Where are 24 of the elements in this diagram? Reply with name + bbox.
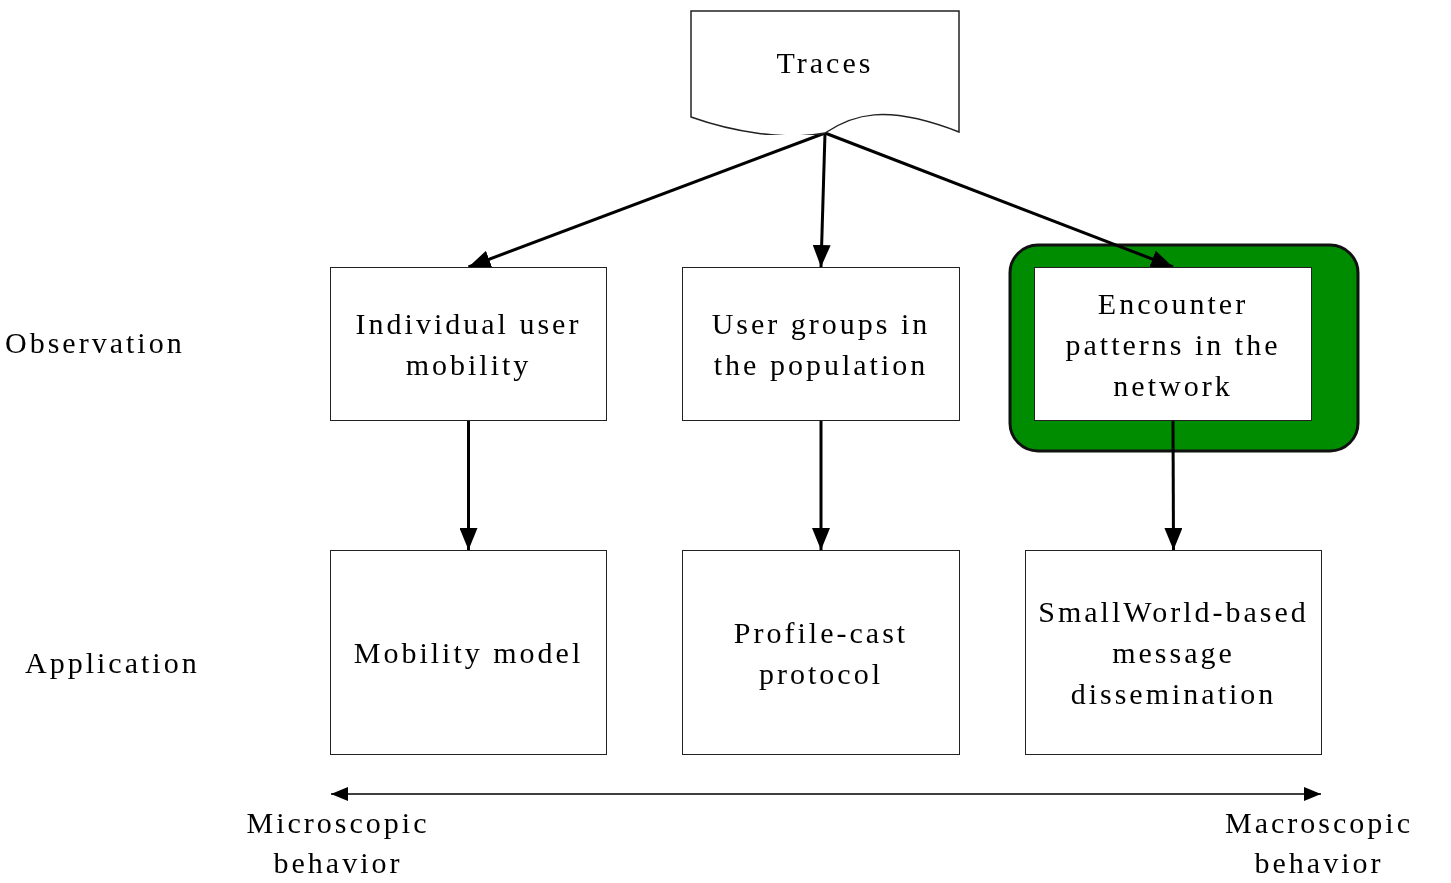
node-text: SmallWorld-based message dissemination	[1037, 594, 1310, 712]
node-text: Individual user mobility	[354, 306, 583, 383]
scale-label: Macroscopic behavior	[1224, 805, 1414, 881]
node-text: Profile-cast protocol	[732, 614, 910, 692]
node-text: Encounter patterns in the network	[1064, 285, 1282, 404]
node-text: User groups in the population	[710, 306, 932, 383]
row-label: Observation	[5, 325, 186, 361]
process-box	[330, 550, 607, 755]
node-text: Traces	[776, 45, 874, 81]
arrow	[459, 421, 478, 550]
arrow	[812, 132, 831, 268]
process-box	[682, 550, 960, 755]
row-label: Application	[25, 645, 201, 681]
scale-label: Microscopic behavior	[245, 805, 431, 881]
arrow	[824, 131, 1174, 269]
process-box	[1034, 267, 1312, 421]
process-box	[1025, 550, 1322, 755]
arrow	[1164, 421, 1183, 550]
node-text: Mobility model	[353, 635, 584, 671]
process-box	[682, 267, 960, 421]
arrow	[812, 421, 830, 550]
document-shape	[690, 10, 960, 135]
arrow	[467, 131, 826, 269]
process-box	[330, 267, 607, 421]
